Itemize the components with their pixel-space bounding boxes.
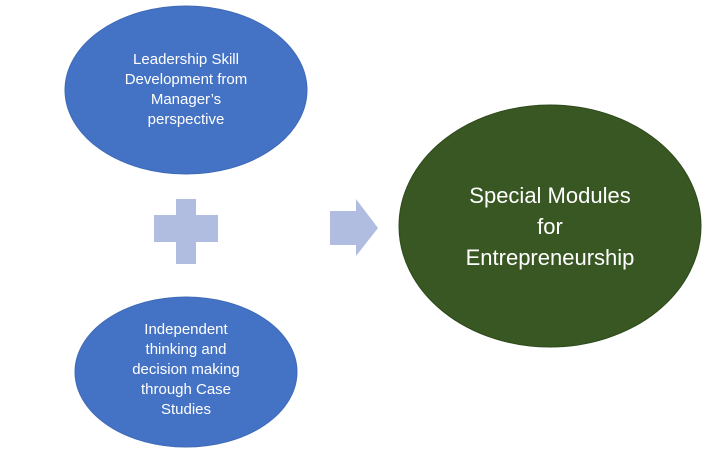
bottom-node-label: Independent thinking and decision making… xyxy=(132,321,240,418)
bottom-ellipse xyxy=(74,296,298,448)
top-ellipse xyxy=(64,5,308,175)
plus-icon xyxy=(154,199,218,264)
arrow-right-icon xyxy=(330,199,378,256)
top-node-label: Leadership Skill Development from Manage… xyxy=(124,51,248,128)
result-node-label: Special Modules for Entrepreneurship xyxy=(465,182,635,270)
result-ellipse xyxy=(398,104,702,348)
